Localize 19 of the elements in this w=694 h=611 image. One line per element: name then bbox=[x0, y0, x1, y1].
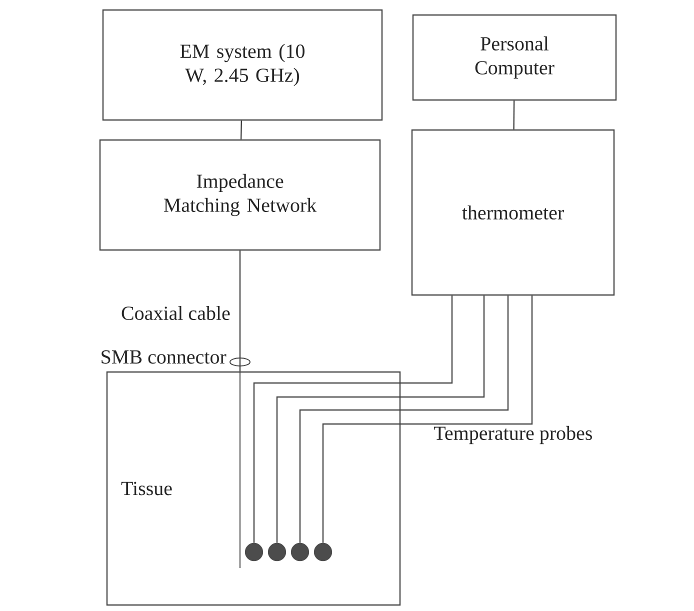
process-box: Personal Computer bbox=[412, 14, 617, 101]
part-label: Coaxial cable bbox=[122, 306, 230, 320]
probe-wire bbox=[322, 296, 533, 543]
probe-tip bbox=[290, 542, 310, 562]
probe-tip bbox=[268, 542, 286, 562]
connector-line bbox=[513, 100, 515, 130]
process-box: thermometer bbox=[411, 129, 615, 296]
probe-wire bbox=[276, 296, 485, 543]
probe-wire bbox=[299, 296, 509, 543]
part-label: Temperature probes bbox=[434, 426, 592, 444]
tissue-box: Tissue bbox=[106, 371, 401, 606]
probe-tip bbox=[244, 542, 264, 562]
process-box: Impedance Matching Network bbox=[99, 139, 381, 251]
process-box: EM system (10 W, 2.45 GHz) bbox=[102, 9, 383, 121]
coaxial-cable bbox=[239, 250, 241, 372]
connector-line bbox=[240, 120, 242, 140]
part-label: SMB connector bbox=[102, 350, 226, 364]
probe-tip bbox=[314, 542, 332, 562]
probe-wire bbox=[253, 296, 453, 543]
